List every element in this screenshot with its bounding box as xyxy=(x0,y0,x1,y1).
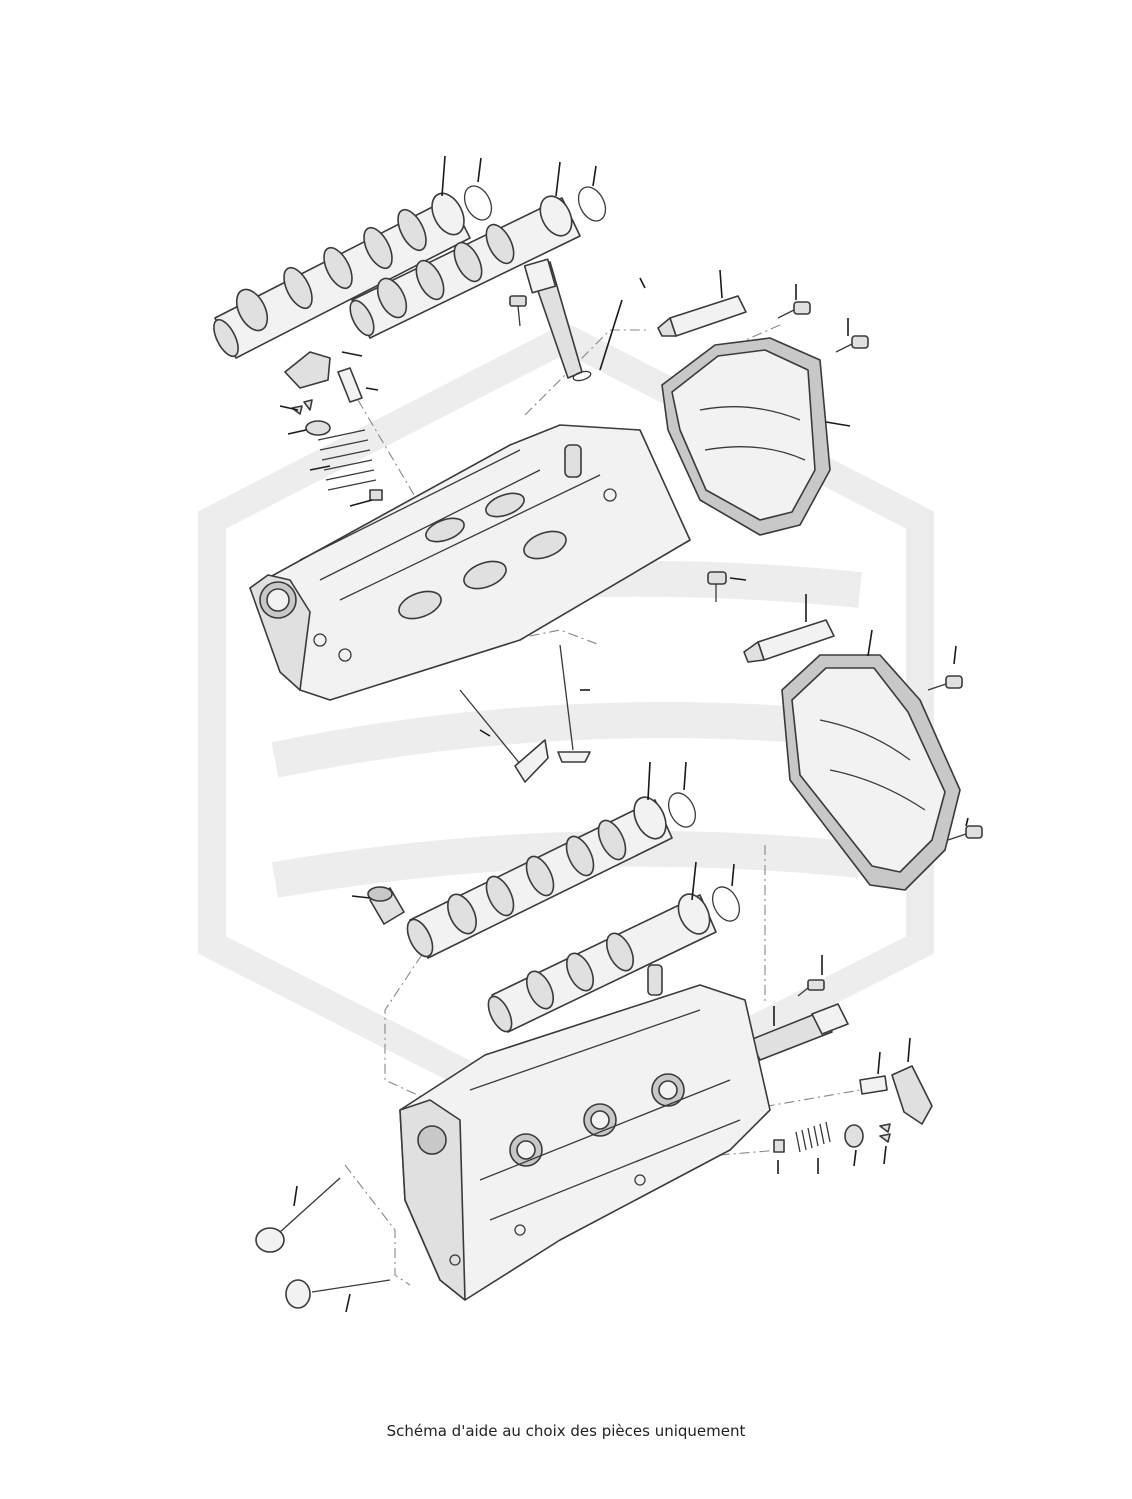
upper-camshaft-left xyxy=(213,192,471,359)
seal-ring xyxy=(667,792,697,828)
valve-stem-seal xyxy=(369,489,383,501)
upper-cylinder-head xyxy=(249,424,691,701)
lower-cylinder-head xyxy=(399,964,771,1301)
lower-camshaft-lower xyxy=(487,893,717,1033)
rocker-arm xyxy=(284,351,331,389)
spring-seat xyxy=(844,1124,864,1148)
valve-keepers xyxy=(291,399,313,415)
valve-spring xyxy=(317,429,377,491)
intake-valve xyxy=(255,1177,341,1253)
hydraulic-lifter xyxy=(337,367,363,403)
camshaft-solenoid-valve xyxy=(523,258,592,382)
bolt xyxy=(707,571,727,602)
camshaft-solenoid-valve xyxy=(749,1003,849,1061)
rocker-arm xyxy=(891,1065,933,1125)
hydraulic-lifter xyxy=(859,1075,888,1095)
bolt xyxy=(777,301,811,319)
intake-valve xyxy=(459,689,549,783)
upper-camshaft-right xyxy=(349,195,581,339)
bolt xyxy=(947,825,983,841)
valve-stem-seal xyxy=(773,1139,785,1153)
seal-ring xyxy=(577,186,607,222)
bolt xyxy=(835,335,869,353)
sealant-tube xyxy=(743,619,835,663)
valve-spring xyxy=(795,1121,831,1153)
spring-seat xyxy=(305,420,331,436)
seal-ring xyxy=(463,185,493,221)
lower-valve-cover xyxy=(781,654,961,891)
bushing xyxy=(367,886,405,925)
sealant-tube xyxy=(657,295,747,337)
bolt xyxy=(509,295,527,327)
exhaust-valve xyxy=(557,644,591,763)
bolt xyxy=(927,675,963,691)
lower-camshaft-upper xyxy=(406,796,673,959)
valve-keepers xyxy=(879,1123,891,1143)
exhaust-valve xyxy=(285,1279,391,1309)
diagram-caption: Schéma d'aide au choix des pièces unique… xyxy=(386,1422,746,1440)
leader-lines xyxy=(279,155,969,1313)
bolt xyxy=(797,979,825,997)
seal-ring xyxy=(711,886,741,922)
upper-valve-cover xyxy=(661,337,831,536)
